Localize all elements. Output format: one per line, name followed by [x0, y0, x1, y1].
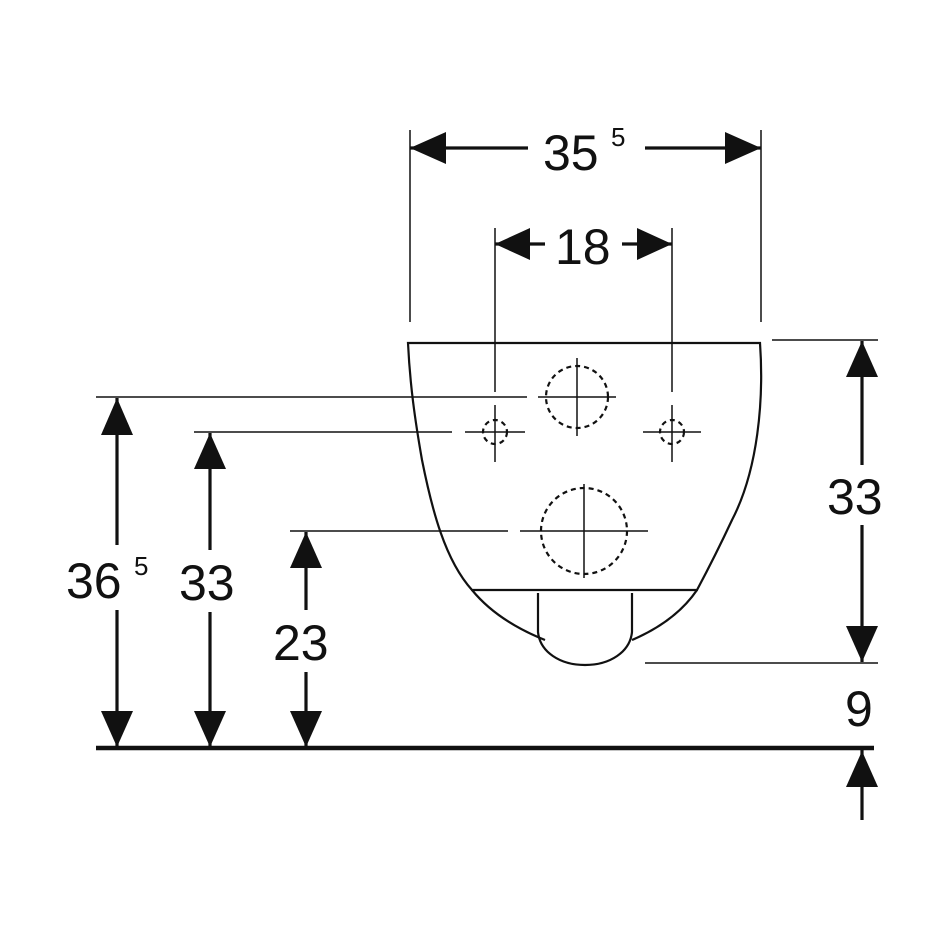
arrowhead-down: [194, 711, 226, 747]
bowl-depth-dimension: 33: [827, 341, 883, 662]
inlet-height-value: 36: [66, 553, 122, 609]
fixing-height-dimension: 33: [179, 433, 235, 747]
outlet-spigot: [536, 593, 634, 667]
width-dimension: 35 5: [410, 122, 761, 181]
arrowhead-up: [194, 433, 226, 469]
hole-spacing-value: 18: [555, 219, 611, 275]
arrowhead-up: [101, 398, 133, 435]
extension-lines: [96, 130, 878, 664]
inlet-height-value-sup: 5: [134, 551, 148, 581]
arrowhead-left: [410, 132, 446, 164]
outlet-height-value: 23: [273, 615, 329, 671]
arrowhead-up: [846, 751, 878, 787]
arrowhead-right: [637, 228, 672, 260]
arrowhead-left: [495, 228, 530, 260]
right-fixing-hole-marker: [643, 405, 701, 462]
arrowhead-up: [290, 532, 322, 568]
outlet-hole-marker: [520, 484, 648, 578]
inlet-hole-marker: [538, 358, 616, 436]
outlet-height-dimension: 23: [273, 532, 329, 747]
fixing-height-value: 33: [179, 555, 235, 611]
inlet-height-dimension: 36 5: [66, 398, 148, 747]
hole-spacing-dimension: 18: [495, 219, 672, 275]
arrowhead-down: [846, 626, 878, 662]
floor-clearance-value: 9: [845, 681, 873, 737]
arrowhead-down: [290, 711, 322, 747]
arrowhead-down: [101, 711, 133, 747]
bowl-depth-value: 33: [827, 469, 883, 525]
width-value: 35: [543, 125, 599, 181]
left-fixing-hole-marker: [465, 405, 525, 462]
arrowhead-up: [846, 341, 878, 377]
width-value-sup: 5: [611, 122, 625, 152]
floor-clearance-dimension: 9: [845, 681, 878, 820]
arrowhead-right: [725, 132, 761, 164]
